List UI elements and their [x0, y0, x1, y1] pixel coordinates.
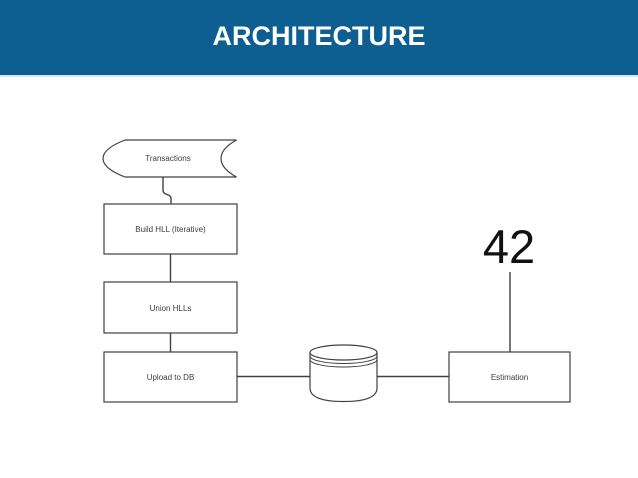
estimation-label: Estimation — [491, 373, 528, 382]
estimation-node — [448, 351, 571, 403]
upload-db-label: Upload to DB — [147, 373, 195, 382]
database-cylinder-rim-2 — [309, 359, 378, 368]
answer-value-label: 42 — [483, 220, 535, 273]
build-hll-node — [103, 203, 238, 255]
build-hll-label: Build HLL (Iterative) — [135, 225, 206, 234]
database-cylinder-top — [309, 344, 378, 361]
database-cylinder-body — [309, 351, 378, 403]
database-cylinder-rim-1 — [309, 355, 378, 364]
database-cylinder-icon — [309, 344, 378, 403]
edge-transactions-build-hll — [162, 177, 172, 204]
page-title: ARCHITECTURE — [212, 21, 426, 51]
transactions-label: Transactions — [145, 154, 191, 163]
union-hlls-node — [103, 281, 238, 334]
union-hlls-label: Union HLLs — [150, 304, 192, 313]
slide-header: ARCHITECTURE — [0, 0, 638, 77]
transactions-node — [102, 139, 237, 178]
